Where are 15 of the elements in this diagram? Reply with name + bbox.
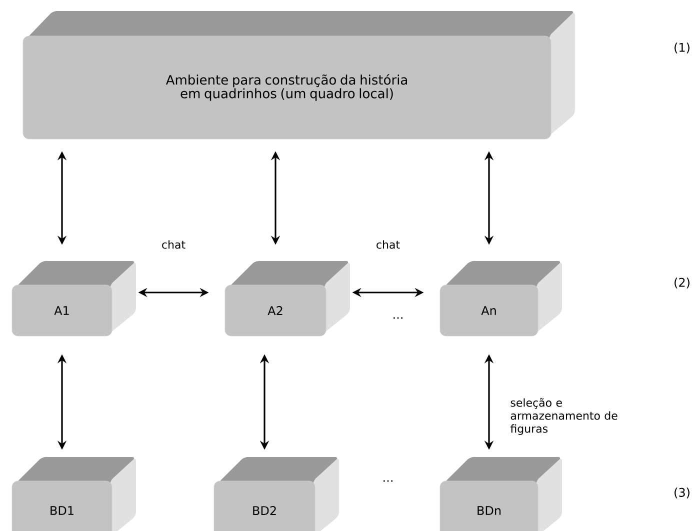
edge-label: chat — [376, 240, 400, 249]
edge-label: seleção e armazenamento de figuras — [510, 398, 618, 435]
label: (3) — [674, 488, 690, 498]
box-3d: BDn — [440, 457, 562, 531]
label: ... — [394, 317, 402, 319]
label: (2) — [674, 278, 690, 288]
label: ... — [384, 480, 392, 482]
box-3d: A1 — [12, 261, 136, 336]
box-3d: BD2 — [214, 457, 339, 531]
edge-label: chat — [162, 240, 186, 249]
box-3d: BD1 — [12, 457, 136, 531]
label: (1) — [674, 42, 690, 54]
box-3d: Ambiente para construção da história em quadrinhos (um quadro local) — [22, 11, 575, 140]
box-3d: A2 — [224, 261, 350, 336]
box-3d: An — [440, 261, 562, 336]
